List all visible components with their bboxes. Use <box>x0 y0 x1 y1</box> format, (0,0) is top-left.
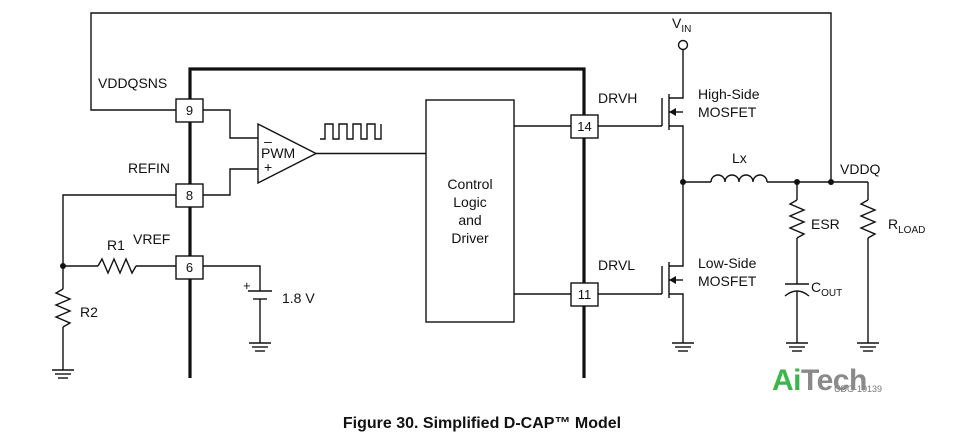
esr-resistor <box>788 199 806 239</box>
load-resistor <box>859 199 877 239</box>
ic-boundary <box>188 67 586 378</box>
r1-resistor <box>97 257 137 275</box>
pin-14: 14 <box>570 114 599 139</box>
net-label-vref: VREF <box>133 231 170 247</box>
low-side-label-2: MOSFET <box>698 273 757 289</box>
net-label-drvh: DRVH <box>598 90 637 106</box>
pwm-pulse-train-icon <box>320 123 382 140</box>
r2-resistor <box>54 288 72 328</box>
pin-11: 11 <box>570 282 599 307</box>
ground-source <box>249 342 271 352</box>
r2-label: R2 <box>80 304 98 320</box>
ground-r2 <box>52 369 74 379</box>
pwm-label: PWM <box>261 145 295 161</box>
pin-14-number: 14 <box>577 119 591 134</box>
low-side-label-1: Low-Side <box>698 255 757 271</box>
source-value-label: 1.8 V <box>282 290 315 306</box>
ground-load <box>857 342 879 352</box>
pwm-comparator <box>257 122 318 185</box>
net-label-drvl: DRVL <box>598 257 635 273</box>
vin-terminal <box>677 39 689 51</box>
pin-9-number: 9 <box>186 103 193 118</box>
high-side-label-2: MOSFET <box>698 104 757 120</box>
source-plus-sign: + <box>243 278 251 293</box>
control-logic-block <box>425 99 515 323</box>
logo-part-tech: Tech <box>801 364 867 397</box>
load-resistor-label: RLOAD <box>888 216 925 236</box>
pwm-noninverting-sign: + <box>264 159 272 175</box>
net-label-refin: REFIN <box>128 160 170 176</box>
low-side-mosfet <box>661 258 684 343</box>
figure-caption: Figure 30. Simplified D-CAP™ Model <box>343 415 621 432</box>
ground-capacitor <box>786 342 808 352</box>
logic-line-2: Logic <box>453 194 486 210</box>
pin-6-number: 6 <box>186 260 193 275</box>
output-junction-vddq <box>828 179 834 185</box>
ground-low-side <box>672 342 694 352</box>
inductor-label: Lx <box>732 150 747 166</box>
net-label-vddqsns: VDDQSNS <box>98 75 167 91</box>
inductor-lx <box>710 174 768 183</box>
high-side-mosfet <box>661 88 684 172</box>
pin-11-number: 11 <box>578 287 592 302</box>
doc-code: UDG-10139 <box>834 384 883 394</box>
logo-part-ai: Ai <box>772 364 802 397</box>
logic-line-4: Driver <box>451 230 489 246</box>
high-side-label-1: High-Side <box>698 86 760 102</box>
pin-8-number: 8 <box>186 188 193 203</box>
aitech-logo: AiTech <box>772 364 867 398</box>
esr-label: ESR <box>811 216 840 232</box>
voltage-source <box>248 290 272 300</box>
vin-label: VIN <box>672 15 691 35</box>
pin-6: 6 <box>175 255 204 280</box>
pin-9: 9 <box>175 98 204 123</box>
pin-8: 8 <box>175 183 204 208</box>
logic-line-3: and <box>458 212 481 228</box>
r1-label: R1 <box>107 237 125 253</box>
logic-line-1: Control <box>447 176 492 192</box>
feedback-wire <box>90 12 832 182</box>
net-label-vddq: VDDQ <box>840 161 881 177</box>
capacitor-label: COUT <box>811 279 842 299</box>
pwm-inverting-sign: – <box>264 133 272 149</box>
